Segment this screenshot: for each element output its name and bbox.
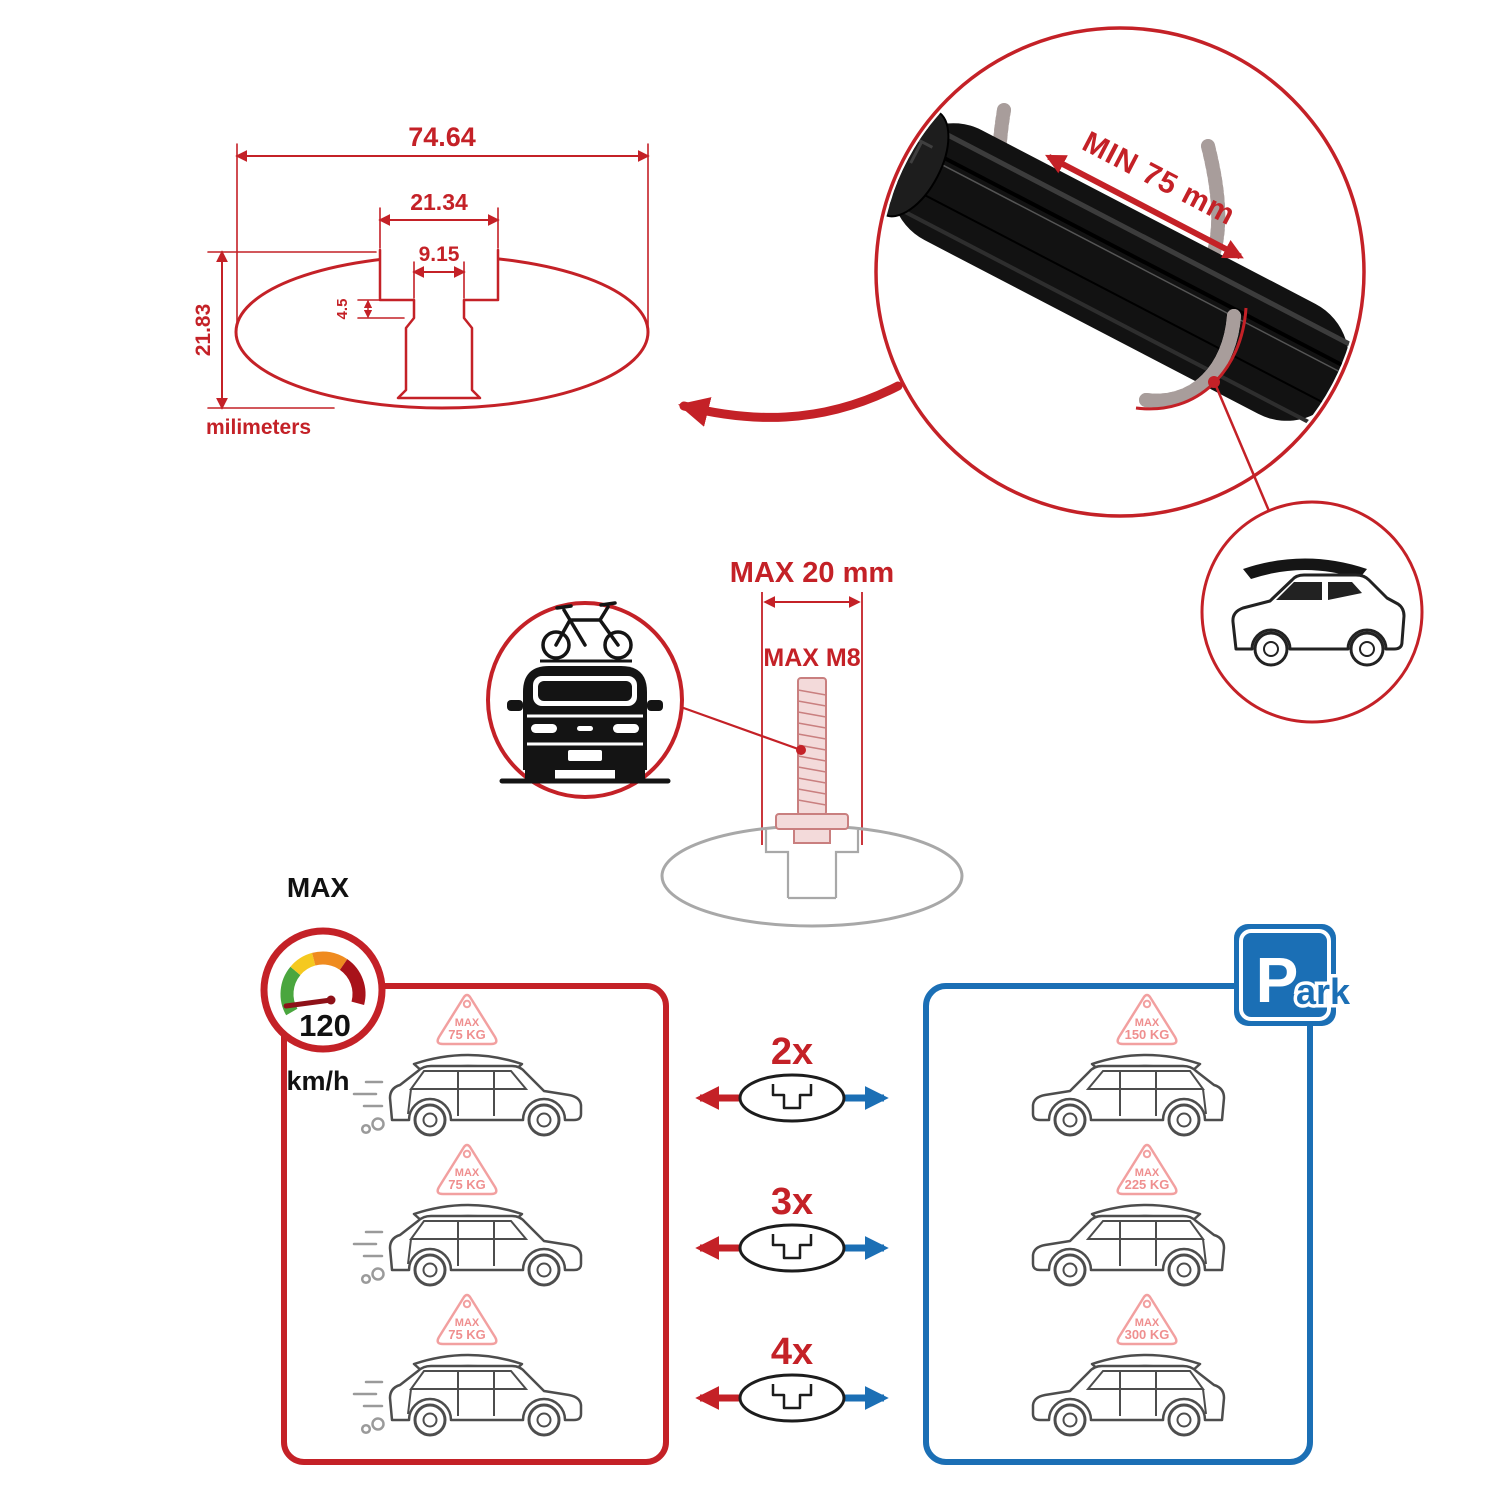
- load-tag-max: MAX: [1135, 1317, 1160, 1329]
- gauge-arc-green: [280, 966, 301, 1016]
- bolt-dim-extensions: [761, 592, 863, 845]
- bolt-illustration: [775, 677, 849, 844]
- bicycle-icon: [541, 601, 633, 660]
- load-tag-weight: 75 KG: [448, 1027, 486, 1042]
- load-tag-max: MAX: [455, 1317, 480, 1329]
- roofbox-icon: [1243, 558, 1367, 579]
- load-tag-weight: 150 KG: [1125, 1027, 1170, 1042]
- min-span-arrow: [1045, 154, 1244, 260]
- suv-wheel-hub: [1263, 641, 1279, 657]
- max-length-label: MAX 20 mm: [730, 557, 894, 589]
- load-tag-max: MAX: [455, 1167, 480, 1179]
- crossbar-detail-circle: MIN 75 mm: [874, 26, 1366, 518]
- load-tag: MAX 75 KG: [436, 1143, 498, 1196]
- motion-marks: [352, 1230, 385, 1285]
- speed-gauge: MAX 120 km/h: [260, 872, 386, 1096]
- bike-car-circle: [486, 601, 684, 799]
- suv-body: [1231, 573, 1406, 651]
- dim-height-label: 21.83: [192, 304, 215, 357]
- roofbox-suv-circle: [1200, 500, 1424, 724]
- units-label: milimeters: [206, 416, 311, 439]
- gauge-arc-yellow: [290, 952, 316, 976]
- gauge-unit: km/h: [286, 1066, 349, 1096]
- attachment-dot: [1208, 376, 1220, 388]
- gauge-ring: [260, 927, 386, 1053]
- suv-wheel: [1349, 631, 1385, 667]
- multiplier-label: 2x: [771, 1031, 813, 1073]
- load-tag: MAX 225 KG: [1116, 1143, 1178, 1196]
- gauge-arc-red: [339, 959, 366, 1005]
- crossbar-count-row: 2x: [695, 1031, 889, 1123]
- load-tag: MAX 300 KG: [1116, 1293, 1178, 1346]
- bolt-dot: [796, 745, 806, 755]
- load-comparison: P ark MAX 120 km/h MAX 75 KG: [260, 872, 1355, 1465]
- driving-car-row: [352, 1053, 583, 1137]
- t-slot-profile: [378, 248, 500, 400]
- load-tag-weight: 75 KG: [448, 1327, 486, 1342]
- load-tag-max: MAX: [1135, 1167, 1160, 1179]
- dim-slot-width-label: 9.15: [419, 243, 460, 266]
- suv-wheel: [1253, 631, 1289, 667]
- motion-marks: [352, 1080, 385, 1135]
- crossbar-count-row: 4x: [695, 1331, 889, 1423]
- u-bolt-front-threads: [1139, 309, 1241, 408]
- multiplier-label: 4x: [771, 1331, 813, 1373]
- bolt-connector-line: [677, 704, 802, 752]
- park-sign: P ark: [1234, 924, 1355, 1026]
- park-sign-letter: P: [1256, 944, 1299, 1016]
- gauge-value: 120: [299, 1008, 351, 1043]
- dim-outer-width-label: 74.64: [408, 122, 476, 152]
- dim-lip-depth-label: 4.5: [334, 299, 351, 320]
- load-tag: MAX 75 KG: [436, 1293, 498, 1346]
- suv-windows: [1276, 582, 1362, 600]
- gauge-needle: [283, 997, 334, 1009]
- dim-channel-width-label: 21.34: [410, 189, 468, 215]
- pointer-arrow: [678, 381, 903, 427]
- detail-connector-line: [1214, 385, 1271, 512]
- park-sign-suffix: ark: [1296, 971, 1351, 1012]
- crossbar-profile-icon: [738, 1373, 846, 1423]
- gauge-arc-orange: [312, 951, 348, 971]
- load-tag-weight: 300 KG: [1125, 1327, 1170, 1342]
- multiplier-label: 3x: [771, 1181, 813, 1223]
- load-tag-max: MAX: [455, 1017, 480, 1029]
- motion-marks: [352, 1380, 385, 1435]
- suv-wheel-hub: [1359, 641, 1375, 657]
- driving-car-row: [352, 1203, 583, 1287]
- gauge-needle-pivot: [326, 995, 336, 1005]
- car-front-illustration: [499, 666, 671, 784]
- load-tag-weight: 75 KG: [448, 1177, 486, 1192]
- technical-drawing: 74.64 21.34 9.15 4.5 21.83 milimeters: [192, 122, 650, 439]
- load-tag-max: MAX: [1135, 1017, 1160, 1029]
- crossbar-profile-icon: [738, 1073, 846, 1123]
- bolt-mount-diagram: MAX 20 mm MAX M8: [486, 557, 964, 928]
- crossbar-count-row: 3x: [695, 1181, 889, 1273]
- driving-car-row: [352, 1353, 583, 1437]
- max-thread-label: MAX M8: [763, 644, 860, 672]
- gauge-max-label: MAX: [287, 872, 350, 903]
- load-tag: MAX 150 KG: [1116, 993, 1178, 1046]
- load-tag-weight: 225 KG: [1125, 1177, 1170, 1192]
- load-tag: MAX 75 KG: [436, 993, 498, 1046]
- crossbar-profile-icon: [738, 1223, 846, 1273]
